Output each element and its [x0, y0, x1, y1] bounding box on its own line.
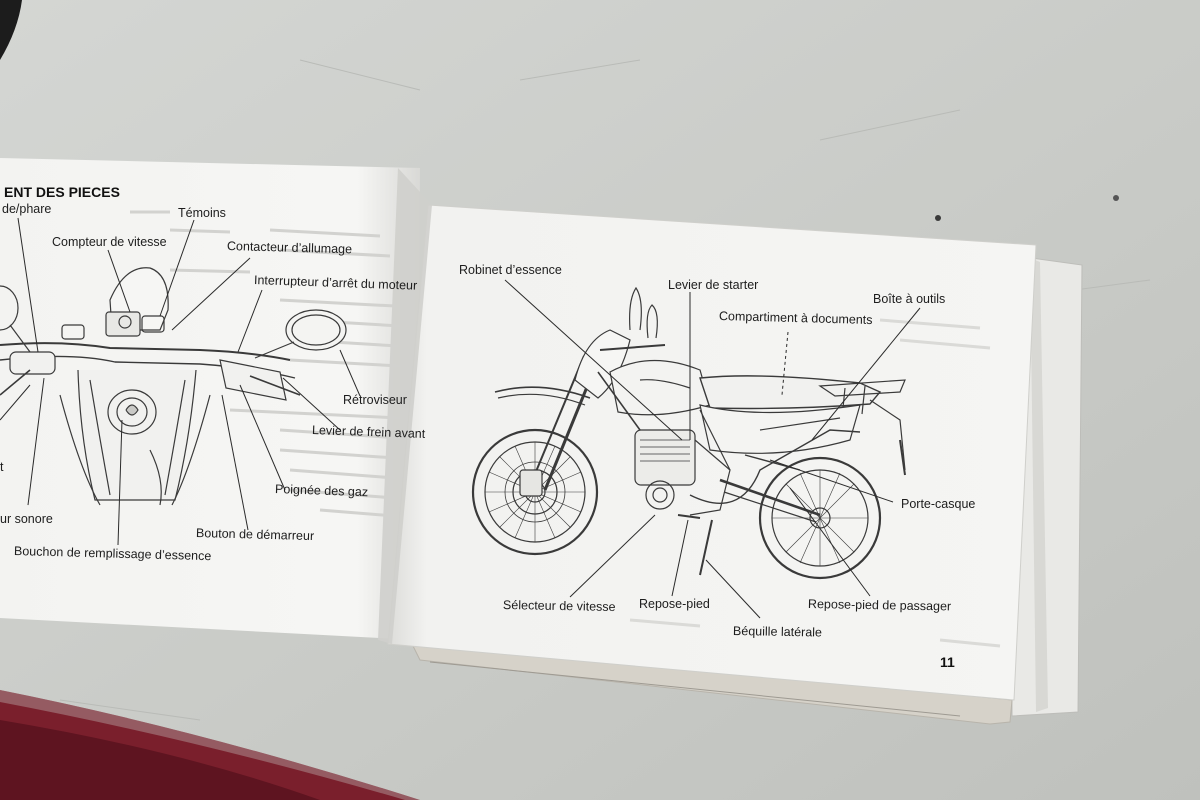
dark-corner: [0, 0, 22, 60]
label-boite-outils: Boîte à outils: [873, 292, 946, 306]
label-temoins: Témoins: [178, 206, 226, 220]
label-phare: de/phare: [2, 202, 52, 216]
label-repose-passager: Repose-pied de passager: [807, 597, 952, 614]
label-bequille: Béquille latérale: [732, 624, 823, 640]
label-bouton-demarreur: Bouton de démarreur: [195, 526, 315, 544]
left-leader-lines: [0, 217, 361, 546]
label-levier-starter: Levier de starter: [668, 278, 759, 292]
label-retroviseur: Rétroviseur: [343, 393, 407, 407]
bleed-text-right: [629, 318, 1001, 648]
right-leader-lines: [504, 279, 921, 619]
left-page: [0, 158, 420, 640]
front-view-illustration: [0, 267, 347, 506]
label-repose-pied: Repose-pied: [639, 597, 710, 611]
page-number: 11: [940, 654, 955, 670]
label-robinet: Robinet d’essence: [459, 263, 562, 277]
bleed-text-left: [130, 210, 401, 518]
label-avertisseur: ur sonore: [0, 512, 53, 526]
label-porte-casque: Porte-casque: [901, 497, 976, 511]
motorcycle-illustration: [471, 286, 906, 580]
section-heading: ENT DES PIECES: [4, 184, 120, 200]
label-contacteur: Contacteur d’allumage: [226, 239, 353, 257]
label-cut-t: t: [0, 460, 4, 474]
label-selecteur: Sélecteur de vitesse: [502, 598, 616, 614]
label-poignee-gaz: Poignée des gaz: [274, 482, 369, 500]
label-compteur: Compteur de vitesse: [52, 235, 167, 249]
